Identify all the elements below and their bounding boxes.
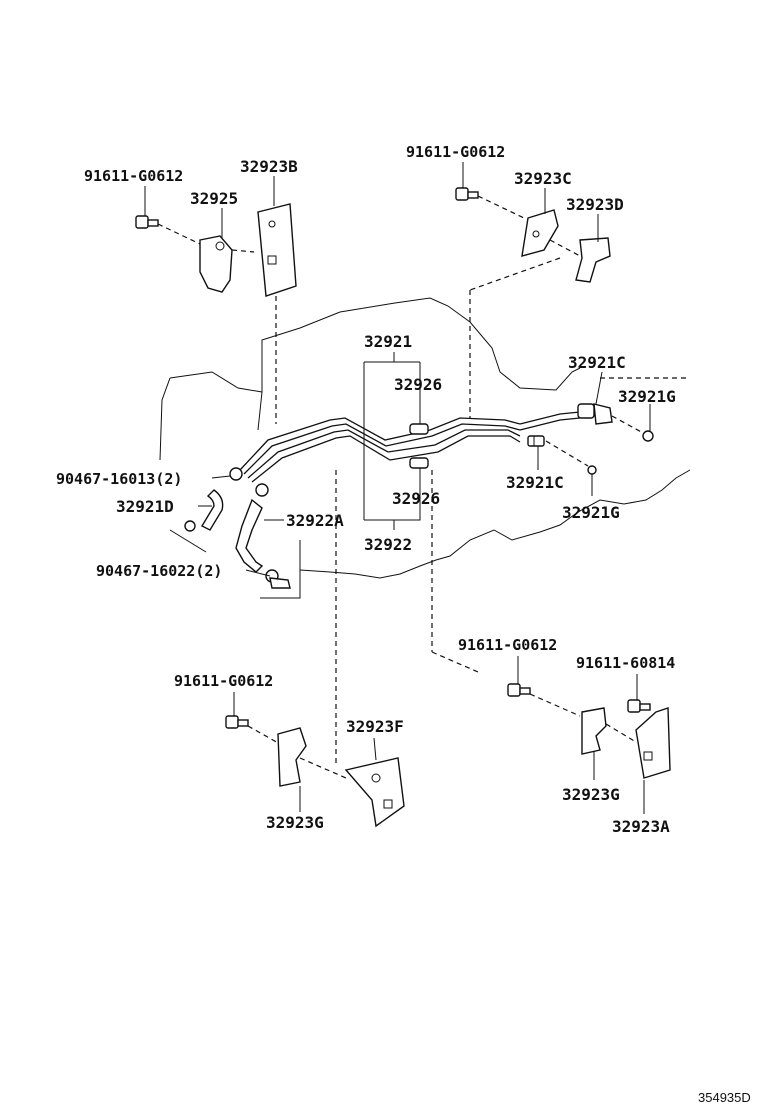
hose-32921d [184,489,224,532]
label-bolt-bottom-left: 91611-G0612 [174,672,273,690]
bolt-91611-g0612-mid-right [507,683,581,717]
union-32921c [527,435,545,447]
washer-32921g-top [642,430,654,442]
pipe-32921 [239,417,521,475]
label-clamp-32925: 32925 [190,189,238,208]
label-hose-32921d: 32921D [116,497,174,516]
label-clamp-32923d: 32923D [566,195,624,214]
leader-lines [144,162,651,814]
label-bracket-32923c: 32923C [514,169,572,188]
label-bolt-60814: 91611-60814 [576,654,675,672]
label-bracket-32923b: 32923B [240,157,298,176]
label-union-32921c: 32921C [506,473,564,492]
label-clip-90467-16013: 90467-16013(2) [56,470,182,488]
label-washer-32921g-top: 32921G [618,387,676,406]
bolt-91611-g0612-bottom-left [225,715,281,745]
clip-90467-16022 [269,577,291,589]
image-code: 354935D [698,1090,751,1105]
washer-32921g-low [587,465,597,496]
label-bolt-mid-right: 91611-G0612 [458,636,557,654]
clip-90467-16013 [229,467,243,481]
label-hose-32922a: 32922A [286,511,344,530]
hose-32922a [235,483,279,583]
label-pipe-32922: 32922 [364,535,412,554]
label-clip-90467-16022: 90467-16022(2) [96,562,222,580]
pipe-32922 [247,429,521,483]
label-grommet-32926-upper: 32926 [394,375,442,394]
clamp-32923g-left [277,727,347,787]
label-bracket-32923f: 32923F [346,717,404,736]
label-washer-32921g-low: 32921G [562,503,620,522]
hose-32921c-top [577,403,646,435]
label-bracket-32923a: 32923A [612,817,670,836]
label-bolt-top-right: 91611-G0612 [406,143,505,161]
bracket-32923c [521,209,581,257]
clamp-32923g-right [581,707,637,755]
bolt-91611-60814 [627,699,651,713]
label-pipe-32921: 32921 [364,332,412,351]
label-clamp-32923g-right: 32923G [562,785,620,804]
grommet-32926-upper [409,423,429,435]
bracket-32923a [635,707,671,779]
clamp-32923d [575,237,611,283]
clamp-32925 [199,235,255,293]
pipe-extension-right [519,411,581,431]
bracket-32923f [344,757,405,828]
label-bolt-top-left: 91611-G0612 [84,167,183,185]
label-hose-32921c-top: 32921C [568,353,626,372]
bolt-91611-g0612-top-right [455,187,525,219]
bolt-91611-g0612-top-left [135,215,201,245]
label-grommet-32926-lower: 32926 [392,489,440,508]
bracket-32923b [257,203,297,297]
grommet-32926-lower [409,457,429,469]
transmission-outline [159,297,691,599]
label-clamp-32923g-left: 32923G [266,813,324,832]
